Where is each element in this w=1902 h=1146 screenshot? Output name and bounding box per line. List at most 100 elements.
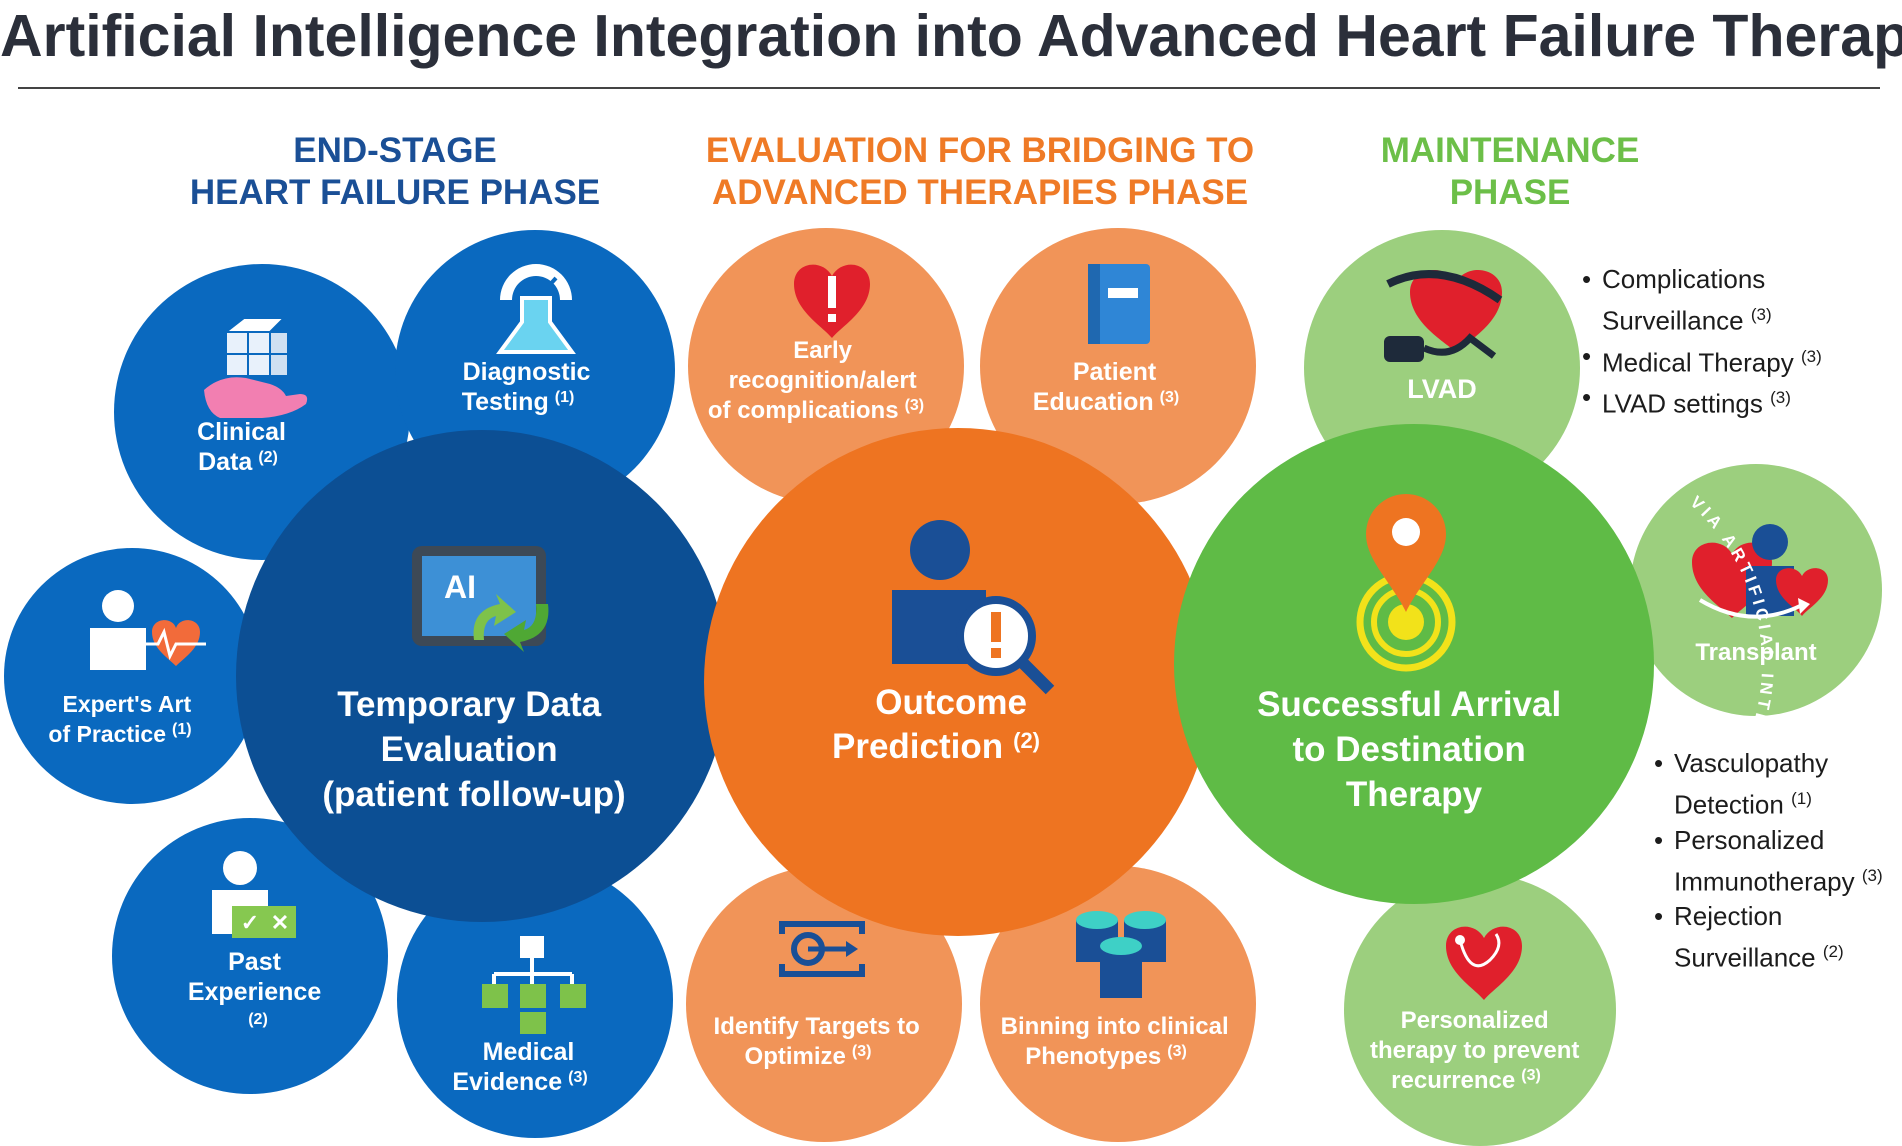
hierarchy-icon (482, 936, 586, 1034)
past-line2: Experience (188, 978, 322, 1006)
outcome-line1: Outcome (875, 683, 1027, 722)
early-line1: Early (793, 337, 852, 364)
binning-line1: Binning into clinical (1001, 1013, 1229, 1040)
outcome-line2: Prediction (832, 727, 1003, 766)
svg-text:Successful Arrival to De: Successful Arrival to Destination Therap… (1257, 685, 1571, 814)
temporary-line2: Evaluation (381, 730, 558, 769)
database-cylinders-icon (1076, 911, 1166, 998)
node-identify-targets: Identify Targets to Optimize (3) (686, 866, 962, 1142)
ai-tablet-text: AI (444, 569, 476, 605)
svg-text:Patient Education(3): Patient Education(3) (1033, 358, 1179, 416)
identify-line2: Optimize (745, 1043, 846, 1070)
diagnostic-line1: Diagnostic (463, 358, 591, 386)
lvad-list-item: Medical Therapy (3) (1580, 339, 1822, 381)
lvad-heart-icon (1384, 269, 1503, 362)
identify-line1: Identify Targets to (714, 1013, 920, 1040)
phase-evaluation-heading: EVALUATION FOR BRIDGING TO ADVANCED THER… (680, 130, 1280, 214)
expert-ref: (1) (172, 721, 192, 738)
transplant-label: Transplant (1695, 639, 1816, 666)
svg-text:Past Experience (2: Past Experience (2) (188, 948, 328, 1028)
phase-evaluation-line2: ADVANCED THERAPIES PHASE (711, 173, 1249, 212)
phase-evaluation-line1: EVALUATION FOR BRIDGING TO (705, 131, 1255, 170)
lvad-item-1-line2: Surveillance (1602, 305, 1744, 336)
svg-text:✕: ✕ (271, 910, 289, 935)
svg-text:Diagnostic Testing(1): Diagnostic Testing (1) (462, 358, 598, 416)
lvad-item-3-line1: LVAD settings (1602, 388, 1763, 419)
lvad-item-1-line1: Complications (1602, 264, 1766, 294)
svg-text:Early recognition/alert: Early recognition/alert of complications… (708, 337, 924, 424)
personalized-line3: recurrence (1391, 1067, 1515, 1094)
phase-end-stage-line1: END-STAGE (293, 131, 497, 170)
arrival-line3: Therapy (1346, 775, 1483, 814)
personalized-line2: therapy to prevent (1370, 1037, 1579, 1064)
clinical-ref: (2) (258, 449, 278, 466)
node-binning-phenotypes: Binning into clinical Phenotypes(3) (980, 866, 1256, 1142)
clinical-line2: Data (198, 448, 253, 476)
gauge-flask-icon (496, 264, 576, 354)
past-line1: Past (228, 948, 281, 976)
lvad-bullet-list: Complications Surveillance (3) Medical T… (1580, 262, 1822, 422)
phase-end-stage-heading: END-STAGE HEART FAILURE PHASE (160, 130, 630, 214)
ai-tablet-icon: AI (412, 546, 549, 652)
lvad-item-2-ref: (3) (1800, 346, 1822, 366)
lvad-item-2-line1: Medical Therapy (1602, 347, 1794, 378)
transplant-item-3-ref: (2) (1822, 942, 1844, 962)
personalized-ref: (3) (1521, 1067, 1541, 1084)
phase-maintenance-line2: PHASE (1449, 173, 1571, 212)
transplant-item-2-line1: Personalized (1674, 824, 1825, 855)
phase-maintenance-line1: MAINTENANCE (1380, 131, 1640, 170)
patient-search-icon (892, 520, 1055, 695)
diagnostic-line2: Testing (462, 388, 549, 416)
target-scan-icon (779, 921, 865, 977)
node-early-recognition: Early recognition/alert of complications… (688, 228, 964, 504)
node-outcome-prediction: Outcome Prediction (2) (704, 428, 1212, 936)
transplant-list-item: Personalized Immunotherapy (3) (1652, 823, 1883, 900)
lvad-list-item: Complications Surveillance (3) (1580, 262, 1822, 339)
heart-stethoscope-icon (1446, 926, 1522, 1000)
svg-text:Outcome Prediction(2): Outcome Prediction (2) (832, 683, 1040, 766)
outcome-ref: (2) (1013, 728, 1040, 753)
lvad-list-item: LVAD settings (3) (1580, 380, 1822, 422)
transplant-item-3-line2: Surveillance (1674, 942, 1816, 973)
early-line3: of complications (708, 397, 899, 424)
education-ref: (3) (1160, 389, 1180, 406)
svg-text:✓: ✓ (241, 910, 259, 935)
node-patient-education: Patient Education(3) (980, 228, 1256, 504)
transplant-item-3-line1: Rejection (1674, 901, 1783, 932)
binning-ref: (3) (1167, 1043, 1187, 1060)
svg-text:Personalized therapy to: Personalized therapy to prevent recurren… (1370, 1007, 1586, 1094)
transplant-item-2-line2: Immunotherapy (1674, 866, 1855, 897)
early-ref: (3) (905, 397, 925, 414)
transplant-list-item: Rejection Surveillance (2) (1652, 899, 1883, 976)
medical-line2: Evidence (452, 1068, 562, 1096)
identify-ref: (3) (852, 1043, 872, 1060)
book-icon (1088, 264, 1150, 344)
arrival-line2: to Destination (1292, 730, 1525, 769)
past-ref: (2) (248, 1011, 268, 1028)
node-personalized-therapy: Personalized therapy to prevent recurren… (1344, 874, 1616, 1146)
doctor-heart-icon (90, 590, 206, 670)
phase-maintenance-heading: MAINTENANCE PHASE (1340, 130, 1680, 214)
clinical-line1: Clinical (197, 418, 286, 446)
title-divider (18, 87, 1880, 89)
phase-end-stage-line2: HEART FAILURE PHASE (189, 173, 601, 212)
node-experts-art: Expert's Art of Practice(1) (4, 548, 260, 804)
early-line2: recognition/alert (729, 367, 917, 394)
lvad-item-3-ref: (3) (1770, 388, 1791, 408)
location-pin-target-icon (1356, 494, 1456, 672)
transplant-item-1-ref: (1) (1791, 789, 1812, 808)
node-temporary-data-evaluation: AI Temporary Data Evaluation (patient fo… (236, 430, 728, 922)
svg-text:Binning into clinical Ph: Binning into clinical Phenotypes(3) (1001, 1013, 1236, 1070)
expert-line2: of Practice (48, 721, 166, 747)
node-past-experience: ✓ ✕ Past Experience (2) (112, 818, 388, 1094)
lvad-item-1-ref: (3) (1750, 305, 1772, 324)
diagnostic-ref: (1) (555, 389, 575, 406)
medical-line1: Medical (483, 1038, 575, 1066)
svg-text:Expert's Art of Practice: Expert's Art of Practice(1) (48, 691, 197, 747)
transplant-item-1-line1: Vasculopathy (1674, 748, 1829, 778)
svg-text:Temporary Data Evaluatio: Temporary Data Evaluation (patient follo… (322, 685, 625, 814)
personalized-line1: Personalized (1401, 1007, 1549, 1034)
svg-text:Medical Evidence(3): Medical Evidence(3) (452, 1038, 587, 1096)
heart-alert-icon (794, 264, 870, 338)
node-medical-evidence: Medical Evidence(3) (397, 862, 673, 1138)
